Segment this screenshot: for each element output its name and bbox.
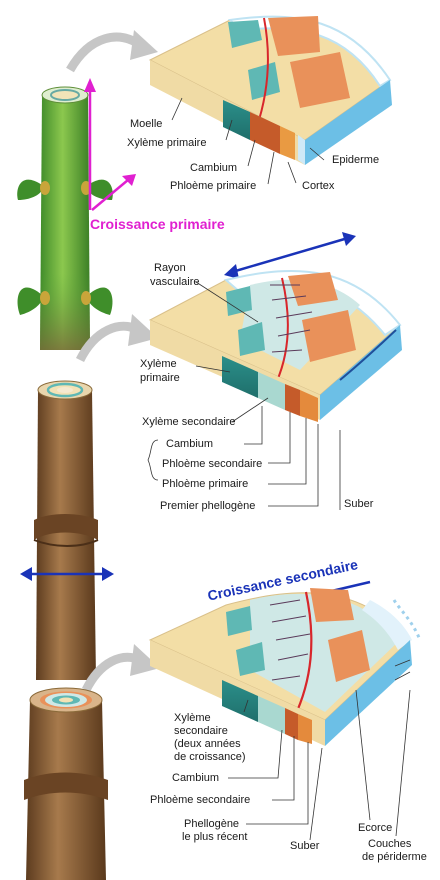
label-moelle: Moelle — [130, 118, 162, 130]
label-rayon: Rayon — [154, 262, 186, 274]
stage2-wedge — [150, 271, 402, 422]
label-suber-2: Suber — [344, 498, 373, 510]
label-primaire-2: primaire — [140, 372, 180, 384]
label-phloeme-primaire-2: Phloème primaire — [162, 478, 248, 490]
primary-growth-title: Croissance primaire — [90, 216, 225, 232]
label-deux-annees: (deux années — [174, 738, 241, 750]
label-de-croissance: de croissance) — [174, 751, 246, 763]
label-couches: Couches — [368, 838, 411, 850]
zoom-arrow-1 — [70, 37, 140, 70]
label-xyleme-secondaire-2: Xylème secondaire — [142, 416, 236, 428]
label-phloeme-primaire-1: Phloème primaire — [170, 180, 256, 192]
label-xyleme-3: Xylème — [174, 712, 211, 724]
label-le-plus-recent: le plus récent — [182, 831, 247, 843]
label-xyleme-2: Xylème — [140, 358, 177, 370]
stage2-stem — [34, 381, 98, 680]
label-phloeme-secondaire-2: Phloème secondaire — [162, 458, 262, 470]
label-ecorce: Ecorce — [358, 822, 392, 834]
label-phloeme-secondaire-3: Phloème secondaire — [150, 794, 250, 806]
label-phellogene-3: Phellogène — [184, 818, 239, 830]
label-cambium-2: Cambium — [166, 438, 213, 450]
label-de-periderme: de périderme — [362, 851, 427, 863]
label-suber-3: Suber — [290, 840, 319, 852]
label-epiderme: Epiderme — [332, 154, 379, 166]
zoom-arrowhead-1 — [130, 30, 158, 60]
label-cortex: Cortex — [302, 180, 334, 192]
label-premier-phellogene: Premier phellogène — [160, 500, 255, 512]
stage3-stem — [24, 688, 108, 880]
label-vasculaire: vasculaire — [150, 276, 200, 288]
label-cambium-3: Cambium — [172, 772, 219, 784]
label-xyleme-primaire-1: Xylème primaire — [127, 137, 206, 149]
label-secondaire-3: secondaire — [174, 725, 228, 737]
label-cambium-1: Cambium — [190, 162, 237, 174]
